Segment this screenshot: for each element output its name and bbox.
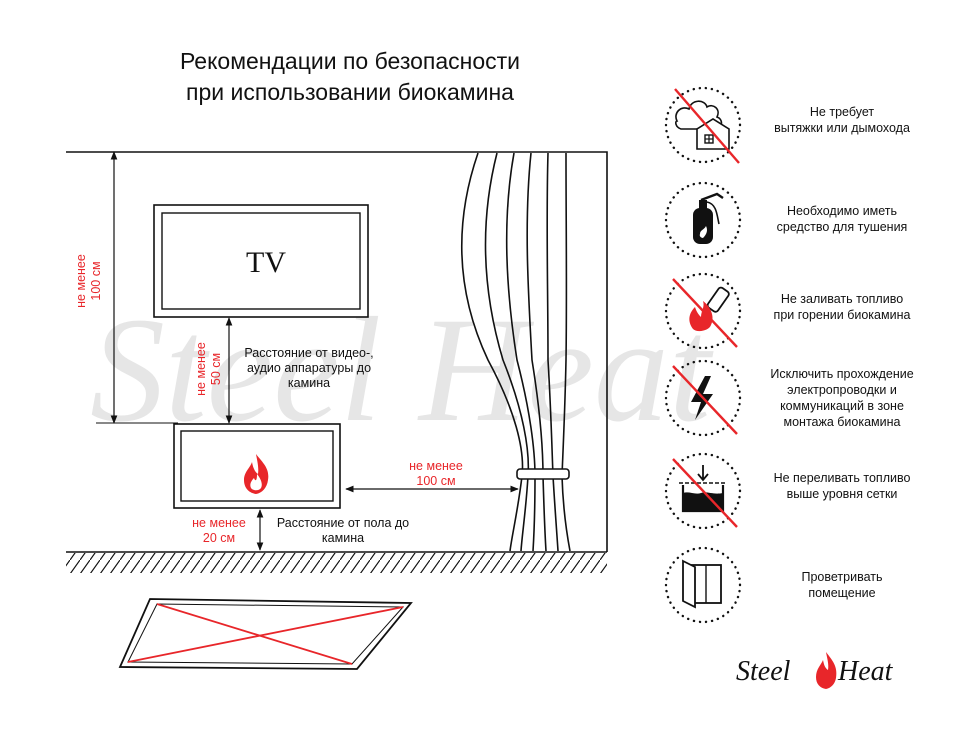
rule-extinguisher-text: Необходимо иметь средство для тушения: [742, 203, 942, 235]
rule-5-line1: Не переливать топливо: [773, 471, 911, 485]
rule-4-line3: коммуникаций в зоне: [780, 399, 904, 413]
floor: [66, 551, 607, 573]
floor-distance-note: Расстояние от пола до камина: [268, 516, 418, 546]
side-gap-line2: 100 см: [416, 474, 456, 488]
floor-note-line1: Расстояние от пола до: [276, 516, 410, 530]
page-title: Рекомендации по безопасности при использ…: [40, 46, 660, 108]
fireplace: [173, 423, 341, 509]
tv-note-line2: аудио аппаратуры до: [246, 361, 372, 375]
rule-no-overfill-text: Не переливать топливо выше уровня сетки: [742, 470, 942, 502]
rule-4-line4: монтажа биокамина: [783, 415, 901, 429]
rug-crossed: [118, 598, 413, 670]
title-line-2: при использовании биокамина: [186, 79, 514, 105]
rule-6-line1: Проветривать: [801, 570, 883, 584]
wall-height-line1: не менее: [74, 254, 88, 308]
flame-icon: [244, 454, 269, 494]
floor-gap-label: не менее 20 см: [184, 516, 254, 546]
floor-gap-line1: не менее: [192, 516, 246, 530]
side-gap-label: не менее 100 см: [396, 459, 476, 489]
rule-no-chimney-text: Не требует вытяжки или дымохода: [742, 104, 942, 136]
brand-word-2: Heat: [837, 656, 894, 687]
brand-word-1: Steel: [736, 656, 791, 687]
tv-gap-line1: не менее: [194, 342, 208, 396]
rule-4-line2: электропроводки и: [787, 383, 897, 397]
tv-note-line1: Расстояние от видео-,: [244, 346, 374, 360]
rule-6-line2: помещение: [808, 586, 876, 600]
rule-2-line1: Необходимо иметь: [786, 204, 898, 218]
rule-no-refuel-text: Не заливать топливо при горении биокамин…: [742, 291, 942, 323]
floor-gap-line2: 20 см: [202, 531, 236, 545]
wall-height-label: не менее 100 см: [74, 250, 104, 312]
rule-2-line2: средство для тушения: [776, 220, 908, 234]
curtain: [461, 152, 571, 552]
side-gap-line1: не менее: [409, 459, 463, 473]
brand-flame-icon: [816, 652, 837, 689]
tv-gap-line2: 50 см: [209, 352, 223, 386]
tv-label: TV: [246, 246, 286, 279]
rule-5-line2: выше уровня сетки: [786, 487, 898, 501]
tv-note-line3: камина: [287, 376, 331, 390]
rule-1-line1: Не требует: [809, 105, 875, 119]
rule-ventilate-text: Проветривать помещение: [742, 569, 942, 601]
rule-no-wiring-text: Исключить прохождение электропроводки и …: [742, 366, 942, 430]
rule-3-line2: при горении биокамина: [773, 308, 911, 322]
wall-height-line2: 100 см: [89, 261, 103, 301]
rule-3-line1: Не заливать топливо: [780, 292, 904, 306]
rule-4-line1: Исключить прохождение: [770, 367, 914, 381]
title-line-1: Рекомендации по безопасности: [179, 48, 521, 74]
rule-1-line2: вытяжки или дымохода: [774, 121, 910, 135]
tv-distance-note: Расстояние от видео-, аудио аппаратуры д…: [234, 346, 384, 391]
wall-outline: [66, 151, 608, 552]
tv-gap-label: не менее 50 см: [194, 338, 224, 400]
brand-logo: Steel Heat: [736, 652, 894, 689]
floor-note-line2: камина: [321, 531, 365, 545]
tv-frame: [153, 204, 369, 318]
